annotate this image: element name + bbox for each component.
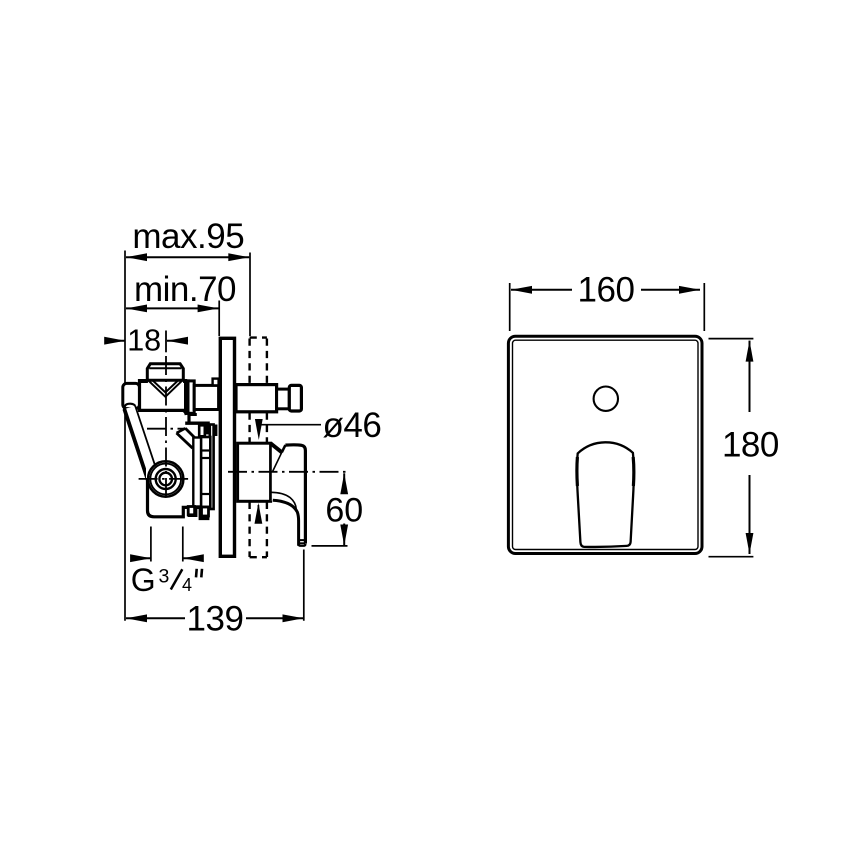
svg-text:180: 180 xyxy=(722,425,779,464)
svg-text:139: 139 xyxy=(187,600,244,639)
svg-text:ø46: ø46 xyxy=(323,406,382,445)
svg-text:min.70: min.70 xyxy=(134,270,236,309)
svg-text:18: 18 xyxy=(127,323,161,357)
svg-text:max.95: max.95 xyxy=(132,217,244,256)
svg-text:60: 60 xyxy=(325,491,363,529)
svg-text:160: 160 xyxy=(578,270,635,309)
svg-text:4: 4 xyxy=(182,575,192,595)
svg-text:G: G xyxy=(131,562,156,598)
svg-text:3: 3 xyxy=(159,565,170,587)
